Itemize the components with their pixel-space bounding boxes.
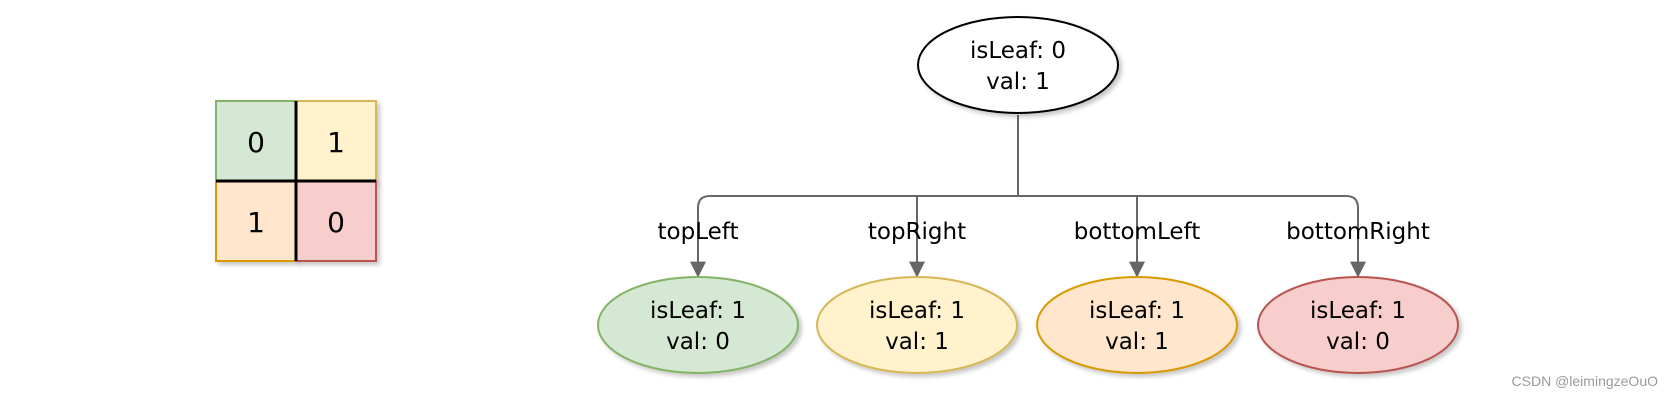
grid-cell-top-right: 1 bbox=[295, 100, 377, 182]
root-isleaf-label: isLeaf: 0 bbox=[970, 38, 1066, 64]
grid-cell-bottom-right: 0 bbox=[295, 180, 377, 262]
bottom-right-val-label: val: 0 bbox=[1326, 329, 1390, 355]
bottom-right-isleaf-label: isLeaf: 1 bbox=[1310, 298, 1406, 324]
grid-2x2: 0 1 1 0 bbox=[215, 100, 377, 262]
edge-label-top-left: topLeft bbox=[658, 219, 739, 245]
tree-node-top-right: isLeaf: 1 val: 1 bbox=[816, 276, 1018, 374]
grid-cell-top-left-value: 0 bbox=[247, 126, 265, 159]
edge-label-top-right: topRight bbox=[868, 219, 966, 245]
top-right-val-label: val: 1 bbox=[885, 329, 949, 355]
root-val-label: val: 1 bbox=[986, 69, 1050, 95]
grid-cell-top-right-value: 1 bbox=[327, 126, 345, 159]
edge-labels: topLeft topRight bottomLeft bottomRight bbox=[658, 219, 1430, 245]
watermark: CSDN @leimingzeOuO bbox=[1512, 373, 1659, 389]
tree-node-bottom-left: isLeaf: 1 val: 1 bbox=[1036, 276, 1238, 374]
tree-node-top-left: isLeaf: 1 val: 0 bbox=[597, 276, 799, 374]
bottom-left-val-label: val: 1 bbox=[1105, 329, 1169, 355]
edge-label-bottom-left: bottomLeft bbox=[1074, 219, 1200, 245]
edge-horizontal-bus bbox=[697, 195, 1366, 278]
edge-label-bottom-right: bottomRight bbox=[1286, 219, 1430, 245]
tree-node-root: isLeaf: 0 val: 1 bbox=[917, 16, 1119, 114]
top-left-val-label: val: 0 bbox=[666, 329, 730, 355]
tree-edges bbox=[690, 115, 1366, 278]
top-right-isleaf-label: isLeaf: 1 bbox=[869, 298, 965, 324]
top-left-isleaf-label: isLeaf: 1 bbox=[650, 298, 746, 324]
grid-cell-bottom-right-value: 0 bbox=[327, 206, 345, 239]
bottom-left-isleaf-label: isLeaf: 1 bbox=[1089, 298, 1185, 324]
grid-cell-bottom-left-value: 1 bbox=[247, 206, 265, 239]
grid-cell-bottom-left: 1 bbox=[215, 180, 297, 262]
tree-node-bottom-right: isLeaf: 1 val: 0 bbox=[1257, 276, 1459, 374]
grid-cell-top-left: 0 bbox=[215, 100, 297, 182]
